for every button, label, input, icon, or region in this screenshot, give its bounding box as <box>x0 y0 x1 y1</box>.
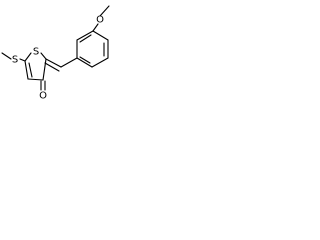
bond-c5-c4 <box>24 60 29 80</box>
bond-s-c5 <box>24 52 32 62</box>
atom-methoxy-oxygen: O <box>96 15 104 26</box>
atom-thioether-sulfur: S <box>12 55 18 66</box>
bond-c5-s <box>19 58 26 62</box>
bond-ring-to-ch <box>60 57 78 68</box>
molecule-structure: O S S O <box>1 5 110 102</box>
bond-s-methyl <box>1 52 12 60</box>
benzene-bond-4 <box>76 57 93 68</box>
benzene-bond-3 <box>91 57 109 68</box>
bond-c2-s <box>40 52 47 60</box>
benzene-double-3 <box>79 34 92 43</box>
bond-c4-c3 <box>27 78 44 81</box>
bond-ch-c2-double <box>44 62 60 72</box>
benzylidene-linker <box>44 57 78 72</box>
bond-ch-c2 <box>45 58 62 68</box>
bond-c3-c2 <box>42 58 47 81</box>
bond-oxygen-ring <box>92 23 99 32</box>
benzene-double-2 <box>79 56 91 64</box>
benzene-bond-6 <box>76 30 94 41</box>
benzene-ring <box>76 30 109 68</box>
methylthio-group <box>1 52 26 62</box>
benzene-bond-1 <box>92 30 109 41</box>
atom-carbonyl-oxygen: O <box>39 91 47 102</box>
atom-ring-sulfur: S <box>33 47 39 58</box>
bond-methyl-oxygen <box>99 5 110 17</box>
methoxy-group <box>92 5 110 32</box>
thiophenone-ring <box>24 52 47 91</box>
bond-c5-c4-double <box>28 62 33 78</box>
